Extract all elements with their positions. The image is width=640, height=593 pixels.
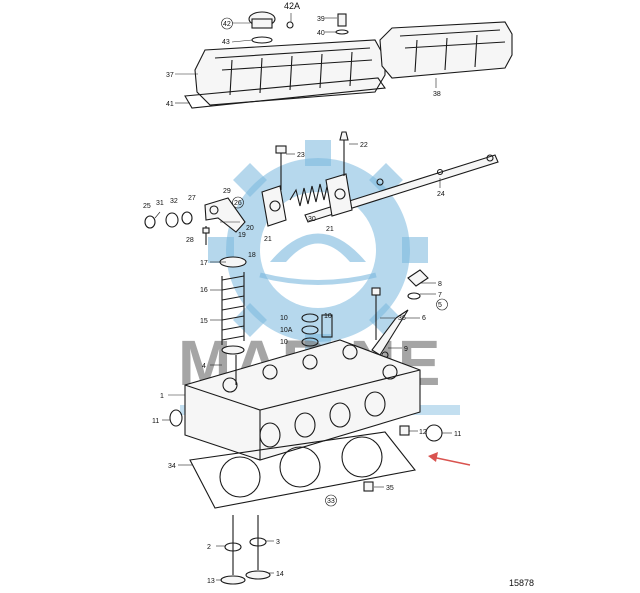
part-label-39: 39 — [317, 16, 325, 23]
part-label-7: 7 — [438, 292, 442, 299]
part-label-18: 18 — [248, 252, 256, 259]
part-label-21b: 21 — [326, 226, 334, 233]
part-label-32: 32 — [170, 198, 178, 205]
part-label-4: 4 — [202, 363, 206, 370]
cylinder-head — [169, 339, 443, 461]
part-label-37: 37 — [166, 72, 174, 79]
part-label-10b: 10 — [324, 313, 332, 320]
rocker-bracket-left — [261, 185, 287, 227]
rocker-shaft — [304, 154, 499, 223]
part-label-12: 12 — [419, 429, 427, 436]
rocker-bracket-right — [325, 173, 353, 217]
part-label-16: 16 — [200, 287, 208, 294]
valve-stem-seals — [301, 313, 333, 347]
head-gasket — [189, 431, 416, 509]
part-label-10A: 10A — [280, 327, 293, 334]
part-label-14: 14 — [276, 571, 284, 578]
oil-filler-cap — [248, 11, 276, 44]
part-label-11b: 11 — [454, 431, 461, 438]
part-label-42: 42 — [223, 21, 231, 28]
leader-lines — [154, 13, 452, 581]
label-circle-26 — [232, 196, 244, 209]
part-label-24: 24 — [437, 191, 445, 198]
drawing-number: 15878 — [509, 578, 534, 588]
part-label-15: 15 — [200, 318, 208, 325]
part-label-8: 8 — [438, 281, 442, 288]
valve-cover-left — [184, 39, 386, 109]
part-label-11a: 11 — [152, 418, 159, 425]
part-label-21a: 21 — [264, 236, 272, 243]
part-label-28: 28 — [186, 237, 194, 244]
part-label-10a: 10 — [280, 315, 288, 322]
part-label-2: 2 — [207, 544, 211, 551]
label-circle-5 — [436, 298, 448, 311]
adjust-screw — [202, 226, 210, 245]
part-label-34: 34 — [168, 463, 176, 470]
part-label-40: 40 — [317, 30, 325, 37]
part-label-27: 27 — [188, 195, 196, 202]
pointer-arrow-icon — [428, 452, 471, 466]
part-label-10c: 10 — [280, 339, 288, 346]
rocker-stud-head — [275, 145, 287, 154]
part-label-35: 35 — [386, 485, 394, 492]
part-label-22: 22 — [360, 142, 368, 149]
part-label-25: 25 — [143, 203, 151, 210]
part-label-30: 30 — [308, 216, 316, 223]
valve-spring-assembly — [219, 256, 247, 355]
part-label-31: 31 — [156, 200, 164, 207]
part-label-19: 19 — [238, 232, 246, 239]
breather-nipple — [335, 13, 349, 35]
rocker-stud-tip — [339, 131, 349, 141]
part-label-26: 26 — [234, 200, 242, 207]
part-label-42A: 42A — [284, 1, 300, 11]
part-label-17: 17 — [200, 260, 208, 267]
part-label-9: 9 — [404, 346, 408, 353]
part-label-1: 1 — [160, 393, 164, 400]
part-label-29: 29 — [223, 188, 231, 195]
rocker-spring — [289, 181, 329, 207]
part-label-6: 6 — [422, 315, 426, 322]
part-label-3: 3 — [276, 539, 280, 546]
part-label-43: 43 — [222, 39, 230, 46]
part-label-41: 41 — [166, 101, 174, 108]
rocker-washers — [144, 211, 193, 229]
valve-cover-right — [379, 21, 513, 79]
label-circle-42 — [221, 17, 233, 30]
part-label-33: 33 — [327, 498, 335, 505]
part-label-5: 5 — [438, 302, 442, 309]
part-label-36: 36 — [398, 315, 406, 322]
part-label-38: 38 — [433, 91, 441, 98]
part-label-13: 13 — [207, 578, 215, 585]
cover-bolt — [286, 21, 294, 29]
part-label-23: 23 — [297, 152, 305, 159]
label-circle-33 — [325, 494, 337, 507]
part-label-20: 20 — [246, 225, 254, 232]
rocker-arm — [204, 197, 246, 233]
